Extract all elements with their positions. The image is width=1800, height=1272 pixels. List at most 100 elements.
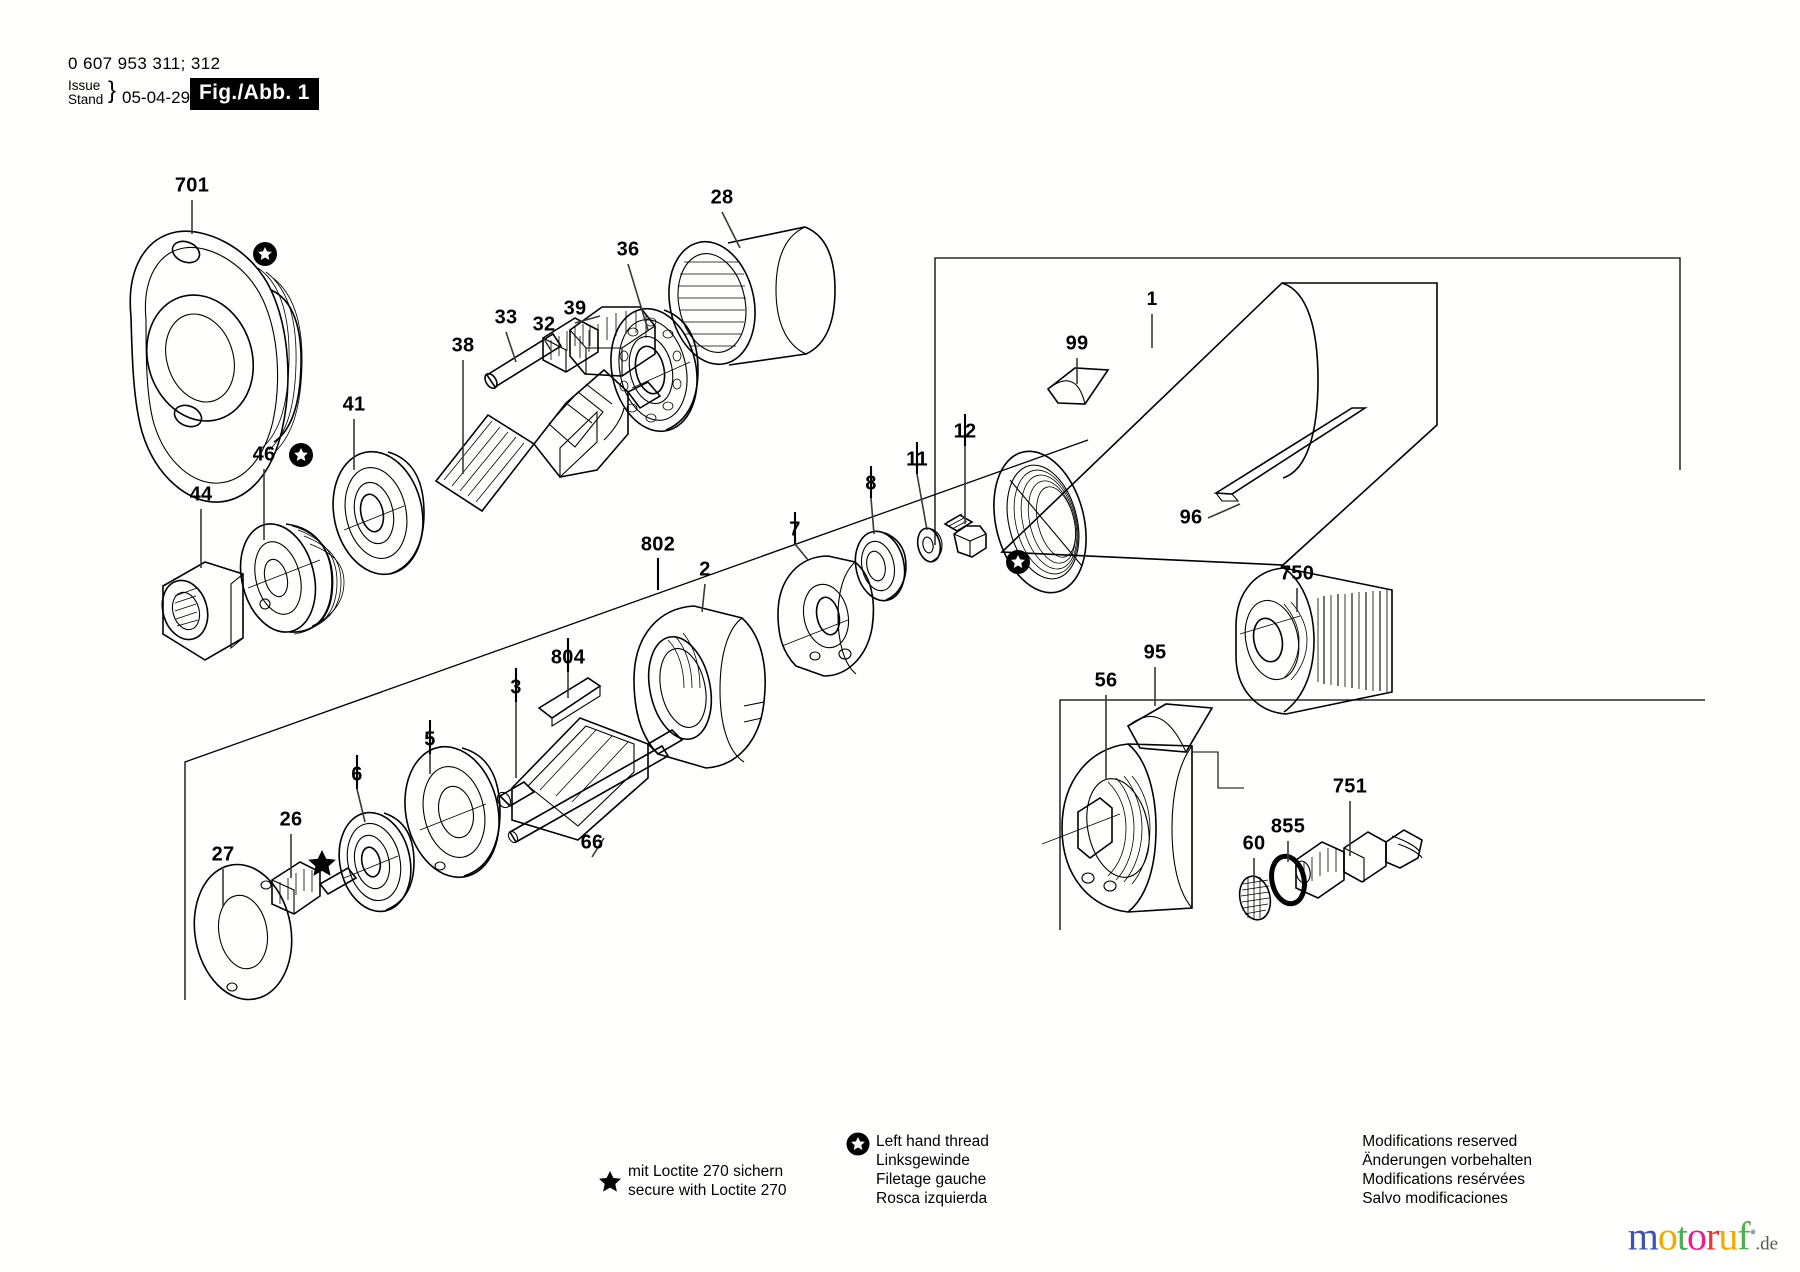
callout-60: 60 [1242, 832, 1266, 855]
callout-6: 6 [351, 763, 363, 786]
logo-letter-t: t [1676, 1213, 1688, 1258]
callout-802: 802 [640, 533, 676, 556]
part-27-disc [193, 863, 293, 1001]
logo-suffix: .de [1755, 1233, 1778, 1254]
part-33-pin [484, 332, 563, 390]
callout-7: 7 [789, 518, 801, 541]
stand-label: Stand [68, 91, 104, 107]
group-bracket-ticks [355, 414, 967, 789]
callout-32: 32 [532, 313, 556, 336]
part-11-shim-washer [916, 527, 943, 563]
assembly-bracket-lower-left [184, 439, 1089, 1000]
logo-letter-r: r [1706, 1213, 1719, 1258]
part-41-bearing [332, 450, 425, 576]
footer-mod-line-3: Modifications resérvées [1362, 1171, 1526, 1188]
part-number-code: 0 607 953 311; 312 [68, 54, 221, 73]
left-hand-thread-marker-701 [253, 242, 277, 266]
footer-mod-line-2: Änderungen vorbehalten [1362, 1152, 1532, 1169]
legend-lht-line-3: Filetage gauche [876, 1171, 987, 1188]
callout-96: 96 [1179, 506, 1203, 529]
callout-1: 1 [1146, 289, 1158, 310]
callout-855: 855 [1270, 815, 1306, 838]
logo-dot: ● [1749, 1225, 1757, 1238]
assembly-bracket-lower-right [1059, 699, 1705, 930]
legend-loctite: mit Loctite 270 sichern secure with Loct… [628, 1162, 787, 1200]
part-26-shaft-end [271, 850, 358, 915]
part-751-hose-nipple [1295, 829, 1423, 899]
part-28-stator-sleeve [668, 226, 836, 366]
loctite-marker-26 [308, 850, 336, 876]
footer-mod-line-1: Modifications reserved [1362, 1133, 1518, 1150]
callout-36: 36 [616, 238, 640, 261]
callout-44: 44 [189, 483, 213, 506]
part-3-rotor [496, 717, 684, 841]
callout-46: 46 [252, 443, 276, 466]
part-5-end-plate [404, 745, 501, 879]
part-96-key [1213, 407, 1368, 495]
issue-date: 05-04-29 [122, 88, 191, 107]
logo-letter-o1: o [1657, 1213, 1678, 1258]
callout-38: 38 [451, 334, 475, 357]
callout-11: 11 [906, 448, 928, 471]
part-855-filter-screen [1238, 875, 1272, 921]
leader-lines [191, 200, 1351, 906]
callout-701: 701 [174, 174, 210, 197]
callout-39: 39 [563, 297, 587, 320]
issue-label: Issue [68, 78, 101, 93]
legend-loctite-line-2: secure with Loctite 270 [628, 1182, 787, 1199]
part-99-nameplate [1046, 367, 1110, 405]
logo-letter-o2: o [1687, 1213, 1707, 1258]
part-39-pinion [569, 306, 656, 377]
part-701-flange [129, 230, 303, 503]
callout-33: 33 [494, 306, 518, 329]
black-star-icon [599, 1171, 621, 1192]
callout-2: 2 [699, 558, 711, 581]
legend-lht-line-1: Left hand thread [876, 1133, 989, 1150]
part-38-rotor-shaft [434, 368, 662, 513]
part-12-bolt [943, 513, 987, 558]
part-46-threaded-ring [239, 443, 345, 635]
logo-letter-u: u [1718, 1213, 1738, 1258]
callout-750: 750 [1279, 562, 1315, 585]
callout-804: 804 [550, 646, 586, 669]
part-56-rear-housing [1041, 703, 1244, 913]
left-hand-thread-marker-1 [1006, 550, 1030, 574]
callout-12: 12 [953, 420, 977, 443]
logo-letter-f: f [1737, 1213, 1750, 1258]
footer-modifications: Modifications reserved Änderungen vorbeh… [1362, 1132, 1532, 1208]
callout-26: 26 [279, 808, 303, 831]
callout-3: 3 [510, 676, 522, 699]
brace-glyph: } [108, 77, 117, 104]
footer-mod-line-4: Salvo modificaciones [1362, 1190, 1508, 1207]
legend-lht-line-4: Rosca izquierda [876, 1190, 988, 1207]
part-7-end-cap [777, 555, 875, 677]
legend-loctite-line-1: mit Loctite 270 sichern [628, 1163, 784, 1180]
legend-left-hand-thread: Left hand thread Linksgewinde Filetage g… [876, 1132, 989, 1208]
left-hand-thread-marker-46 [289, 443, 313, 467]
callout-99: 99 [1065, 332, 1089, 355]
callout-751: 751 [1332, 775, 1368, 798]
part-750-muffler [1235, 567, 1393, 715]
part-66-pin [507, 744, 670, 844]
part-2-cylinder [633, 605, 766, 769]
issue-stand-labels: Issue Stand [68, 79, 103, 106]
callout-41: 41 [342, 393, 366, 416]
logo-letter-m: m [1627, 1213, 1659, 1258]
part-804-key [537, 677, 602, 727]
callout-5: 5 [424, 728, 436, 751]
callout-27: 27 [211, 843, 235, 866]
callout-66: 66 [580, 831, 604, 854]
part-1-main-housing [993, 282, 1438, 594]
callout-8: 8 [865, 472, 877, 495]
part-44-sleeve [161, 561, 244, 661]
part-95-nameplate [1126, 703, 1214, 753]
part-6-bearing [338, 811, 415, 913]
legend-lht-line-2: Linksgewinde [876, 1152, 970, 1169]
assembly-bracket-top [934, 257, 1681, 545]
callout-28: 28 [710, 186, 734, 209]
callout-56: 56 [1094, 669, 1118, 692]
circled-star-icon [846, 1132, 870, 1156]
motoruf-logo: motoruf●.de [1628, 1212, 1778, 1264]
